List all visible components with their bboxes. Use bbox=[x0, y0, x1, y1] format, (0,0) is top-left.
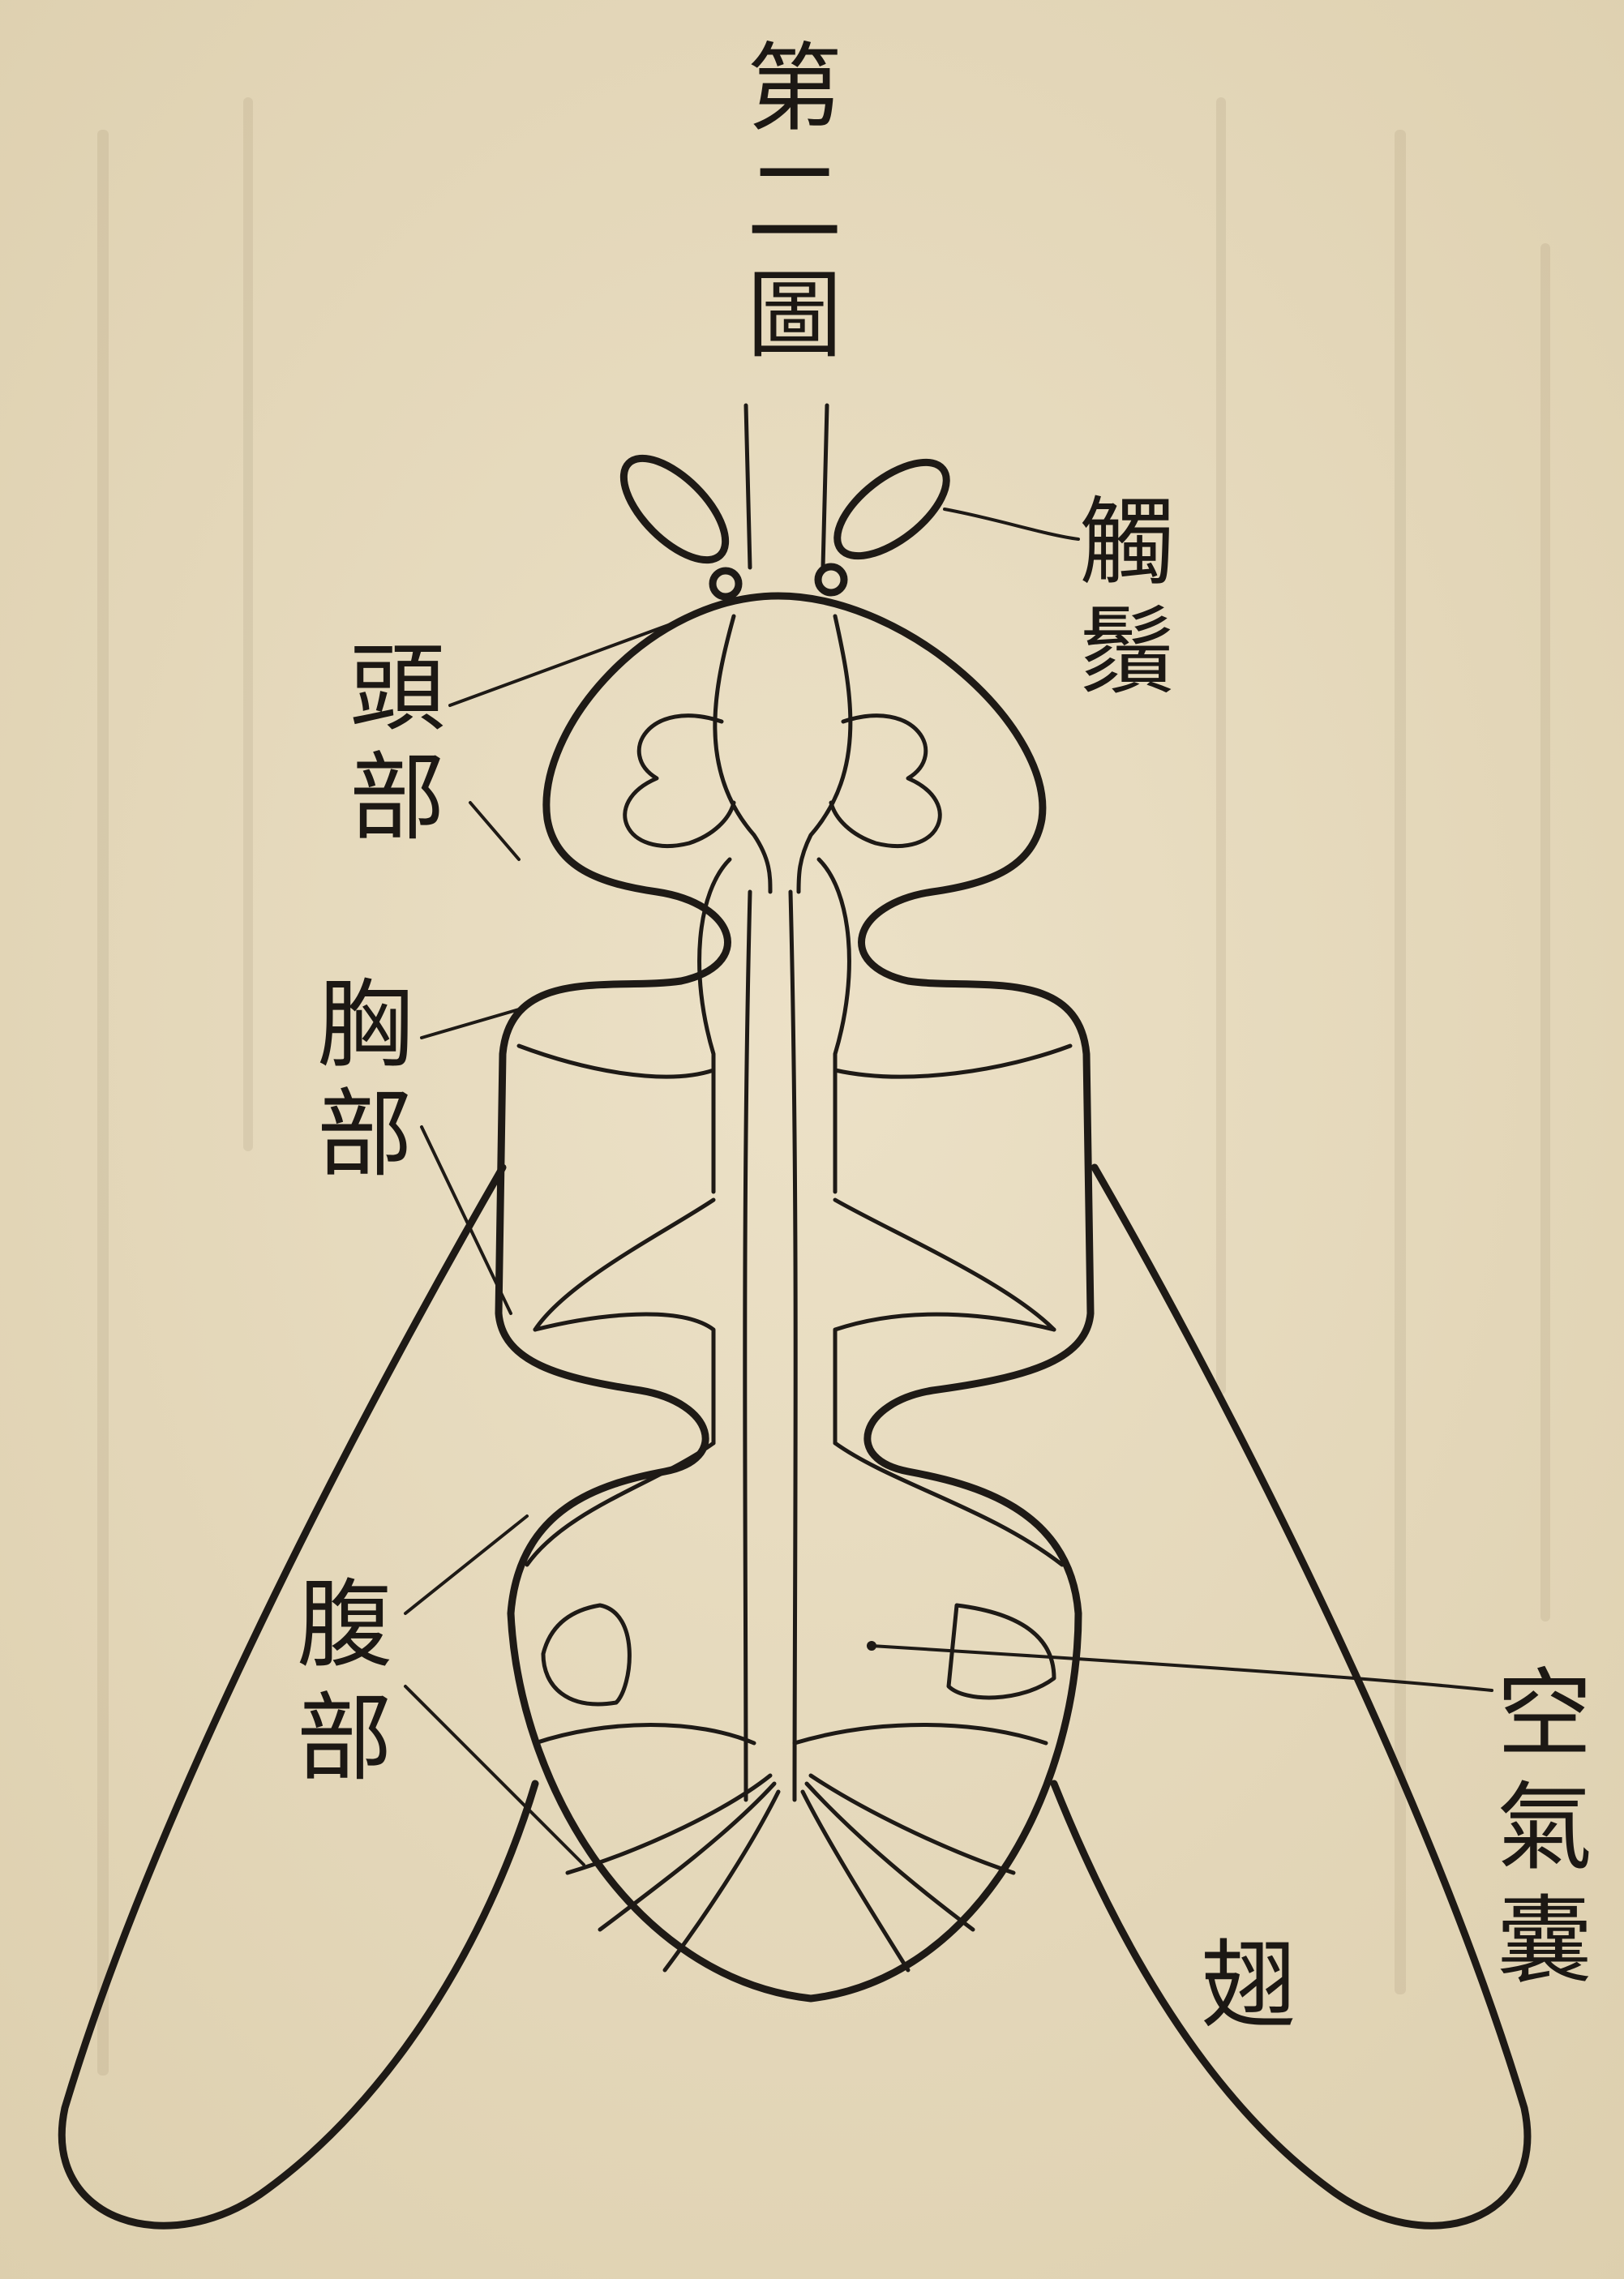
label-abdomen-2: 部 bbox=[297, 1682, 392, 1794]
label-air-sac-2: 氣 bbox=[1497, 1771, 1592, 1883]
label-antenna-2: 鬚 bbox=[1079, 596, 1175, 708]
label-abdomen-1: 腹 bbox=[297, 1569, 392, 1681]
label-wing: 翅 bbox=[1201, 1930, 1296, 2041]
label-air-sac-3: 囊 bbox=[1497, 1885, 1592, 1997]
label-thorax-2: 部 bbox=[317, 1078, 413, 1190]
figure-title-char-2: 二 bbox=[747, 146, 842, 258]
figure-title-char-3: 圖 bbox=[747, 259, 842, 371]
label-antenna-1: 觸 bbox=[1079, 486, 1175, 598]
label-thorax-1: 胸 bbox=[317, 969, 413, 1081]
figure-title-char-1: 第 bbox=[747, 32, 842, 144]
label-air-sac-1: 空 bbox=[1497, 1658, 1592, 1770]
label-head-2: 部 bbox=[349, 742, 445, 854]
label-head-1: 頭 bbox=[349, 632, 445, 744]
